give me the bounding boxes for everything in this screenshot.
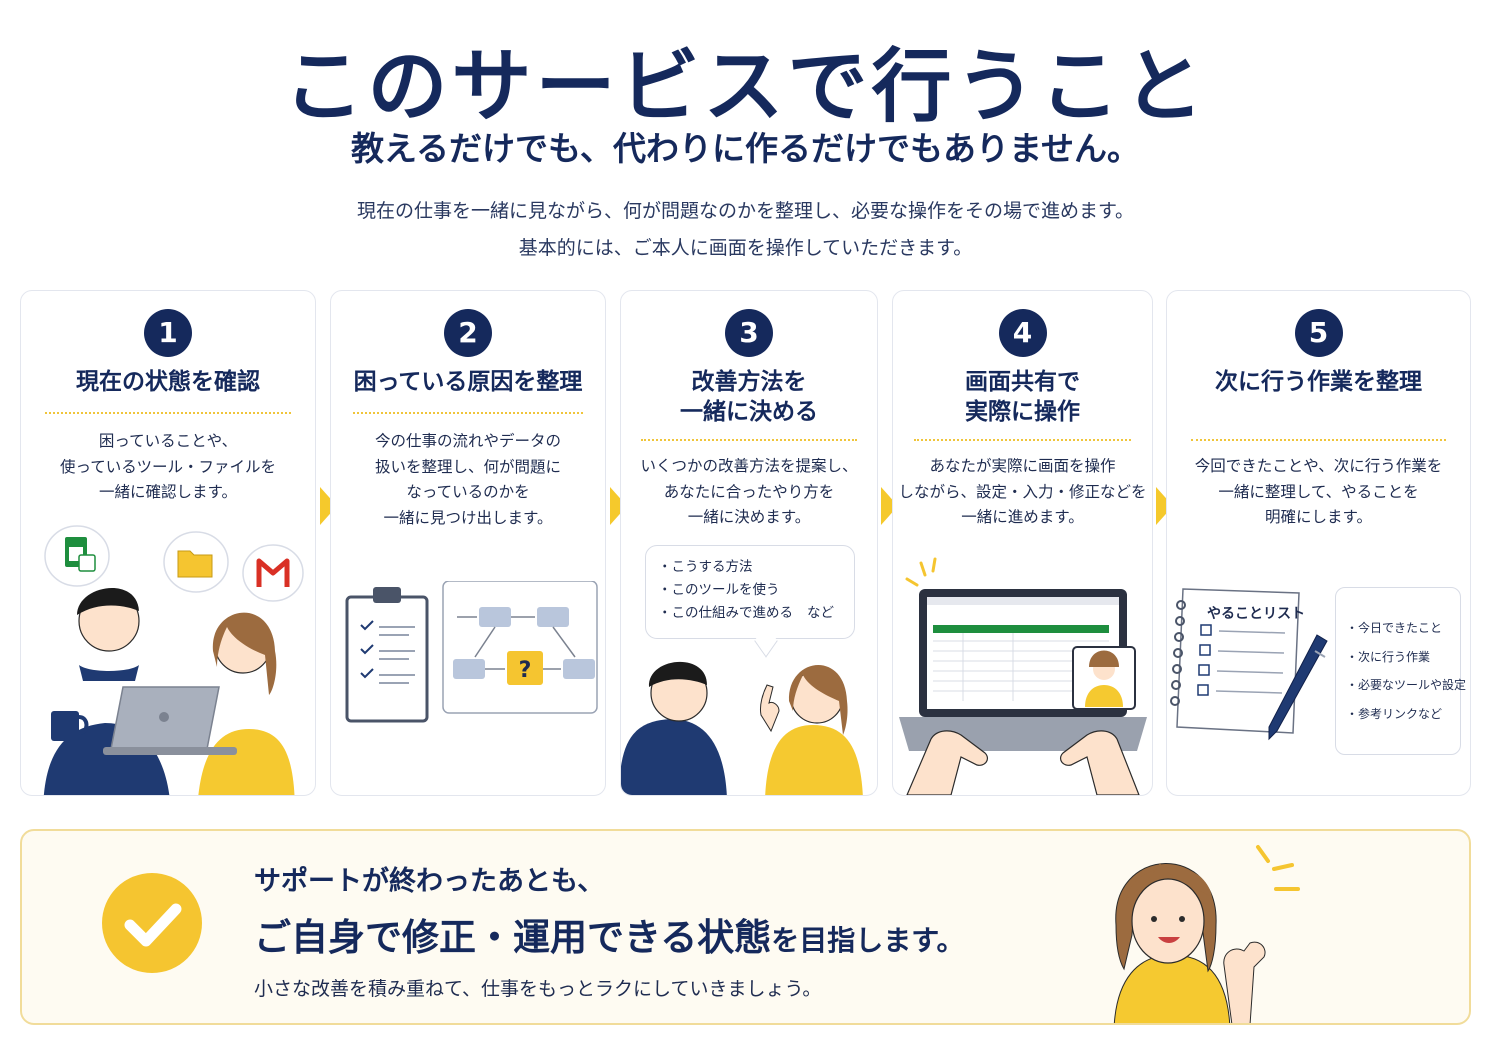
woman-figure	[760, 664, 863, 795]
step-description: 困っていることや、使っているツール・ファイルを一緒に確認します。	[60, 432, 276, 501]
clipboard-icon	[345, 587, 429, 723]
intro-line-1: 現在の仕事を一緒に見ながら、何が問題なのかを整理し、必要な操作をその場で進めます…	[356, 200, 1135, 222]
summary-item: ・今日できたこと	[1346, 621, 1443, 635]
step3-illustration	[621, 661, 863, 795]
step4-illustration	[899, 557, 1147, 795]
checkmark-icon	[102, 873, 202, 973]
dotted-divider	[352, 412, 584, 414]
step-card-4: 4 画面共有で 実際に操作 あなたが実際に画面を操作しながら、設定・入力・修正な…	[892, 290, 1153, 796]
laptop-icon	[103, 686, 237, 755]
intro-line-2: 基本的には、ご本人に画面を操作していただきます。	[518, 237, 973, 259]
mug	[51, 711, 89, 741]
question-mark: ?	[519, 658, 532, 683]
bottom-banner: サポートが終わったあとも、 ご自身で修正・運用できる状態を目指します。 小さな改…	[20, 829, 1471, 1025]
summary-item: ・次に行う作業	[1346, 649, 1431, 664]
step5-illustration	[1170, 588, 1328, 741]
step-card-2: 2 困っている原因を整理 今の仕事の流れやデータの扱いを整理し、何が問題になって…	[330, 290, 606, 796]
summary-item: ・必要なツールや設定	[1346, 678, 1467, 692]
step-description: いくつかの改善方法を提案し、あなたに合ったやり方を一緒に決めます。	[640, 457, 858, 526]
sparkle-lines	[1256, 845, 1300, 891]
step2-illustration: ?	[345, 581, 598, 723]
typing-hands	[906, 730, 1140, 795]
banner-line-3: 小さな改善を積み重ねて、仕事をもっとラクにしていきましょう。	[254, 978, 822, 1000]
step-number: 4	[998, 309, 1047, 357]
sheets-icon	[44, 525, 110, 587]
step-card-5: 5 次に行う作業を整理 今回できたことや、次に行う作業を一緒に整理して、やること…	[1166, 290, 1471, 796]
man-figure	[621, 661, 727, 795]
step-number: 5	[1294, 309, 1343, 357]
bubble-item: ・こうする方法	[658, 559, 753, 575]
subtitle-wrap: 教えるだけでも、代わりに作るだけでもありません。	[0, 122, 1491, 170]
bubble-item: ・この仕組みで進める	[658, 605, 793, 621]
banner-line-2: ご自身で修正・運用できる状態を目指します。	[237, 907, 965, 961]
dotted-divider	[44, 412, 292, 414]
step-title: 画面共有で 実際に操作	[965, 369, 1080, 425]
page-subtitle: 教えるだけでも、代わりに作るだけでもありません。	[345, 122, 1146, 170]
step-card-3: 3 改善方法を 一緒に決める いくつかの改善方法を提案し、あなたに合ったやり方を…	[620, 290, 878, 796]
woman-cheering-figure	[1113, 845, 1300, 1023]
step-title: 現在の状態を確認	[76, 369, 260, 395]
summary-item: ・参考リンクなど	[1346, 706, 1443, 721]
dotted-divider	[913, 439, 1132, 441]
todo-list-title: やることリスト	[1207, 606, 1305, 622]
options-speech-bubble: ・こうする方法 ・このツールを使う ・この仕組みで進める など	[645, 545, 855, 658]
step-description: 今回できたことや、次に行う作業を一緒に整理して、やることを明確にします。	[1194, 457, 1443, 526]
dotted-divider	[1191, 439, 1446, 441]
flow-diagram	[442, 581, 598, 714]
step-description: 今の仕事の流れやデータの扱いを整理し、何が問題になっているのかを一緒に見つけ出し…	[374, 432, 561, 527]
summary-box: ・今日できたこと ・次に行う作業 ・必要なツールや設定 ・参考リンクなど	[1335, 587, 1467, 755]
step-number: 2	[444, 309, 492, 357]
laptop-icon	[899, 589, 1147, 751]
woman-figure	[198, 612, 295, 795]
gmail-icon	[242, 544, 304, 602]
step1-illustration	[43, 525, 304, 795]
sparkle-lines	[905, 557, 937, 587]
step-title: 改善方法を 一緒に決める	[680, 369, 818, 425]
notebook	[1170, 588, 1300, 734]
bubble-suffix: など	[807, 605, 834, 621]
step-title: 次に行う作業を整理	[1215, 369, 1422, 395]
step-number: 1	[144, 309, 192, 357]
step-title: 困っている原因を整理	[353, 369, 583, 395]
folder-icon	[163, 531, 229, 593]
page-title: このサービスで行うこと	[283, 40, 1208, 133]
pen-icon	[1268, 634, 1328, 741]
banner-line-1: サポートが終わったあとも、	[254, 866, 605, 897]
step-number: 3	[725, 309, 773, 357]
banner-highlight: ご自身で修正・運用できる状態	[237, 907, 778, 961]
dotted-divider	[641, 439, 857, 441]
banner-line-2-rest: を目指します。	[771, 924, 965, 957]
step-card-1: 1 現在の状態を確認 困っていることや、使っているツール・ファイルを一緒に確認し…	[20, 290, 316, 796]
bubble-item: ・このツールを使う	[658, 582, 780, 598]
step-description: あなたが実際に画面を操作しながら、設定・入力・修正などを一緒に進めます。	[898, 457, 1147, 526]
